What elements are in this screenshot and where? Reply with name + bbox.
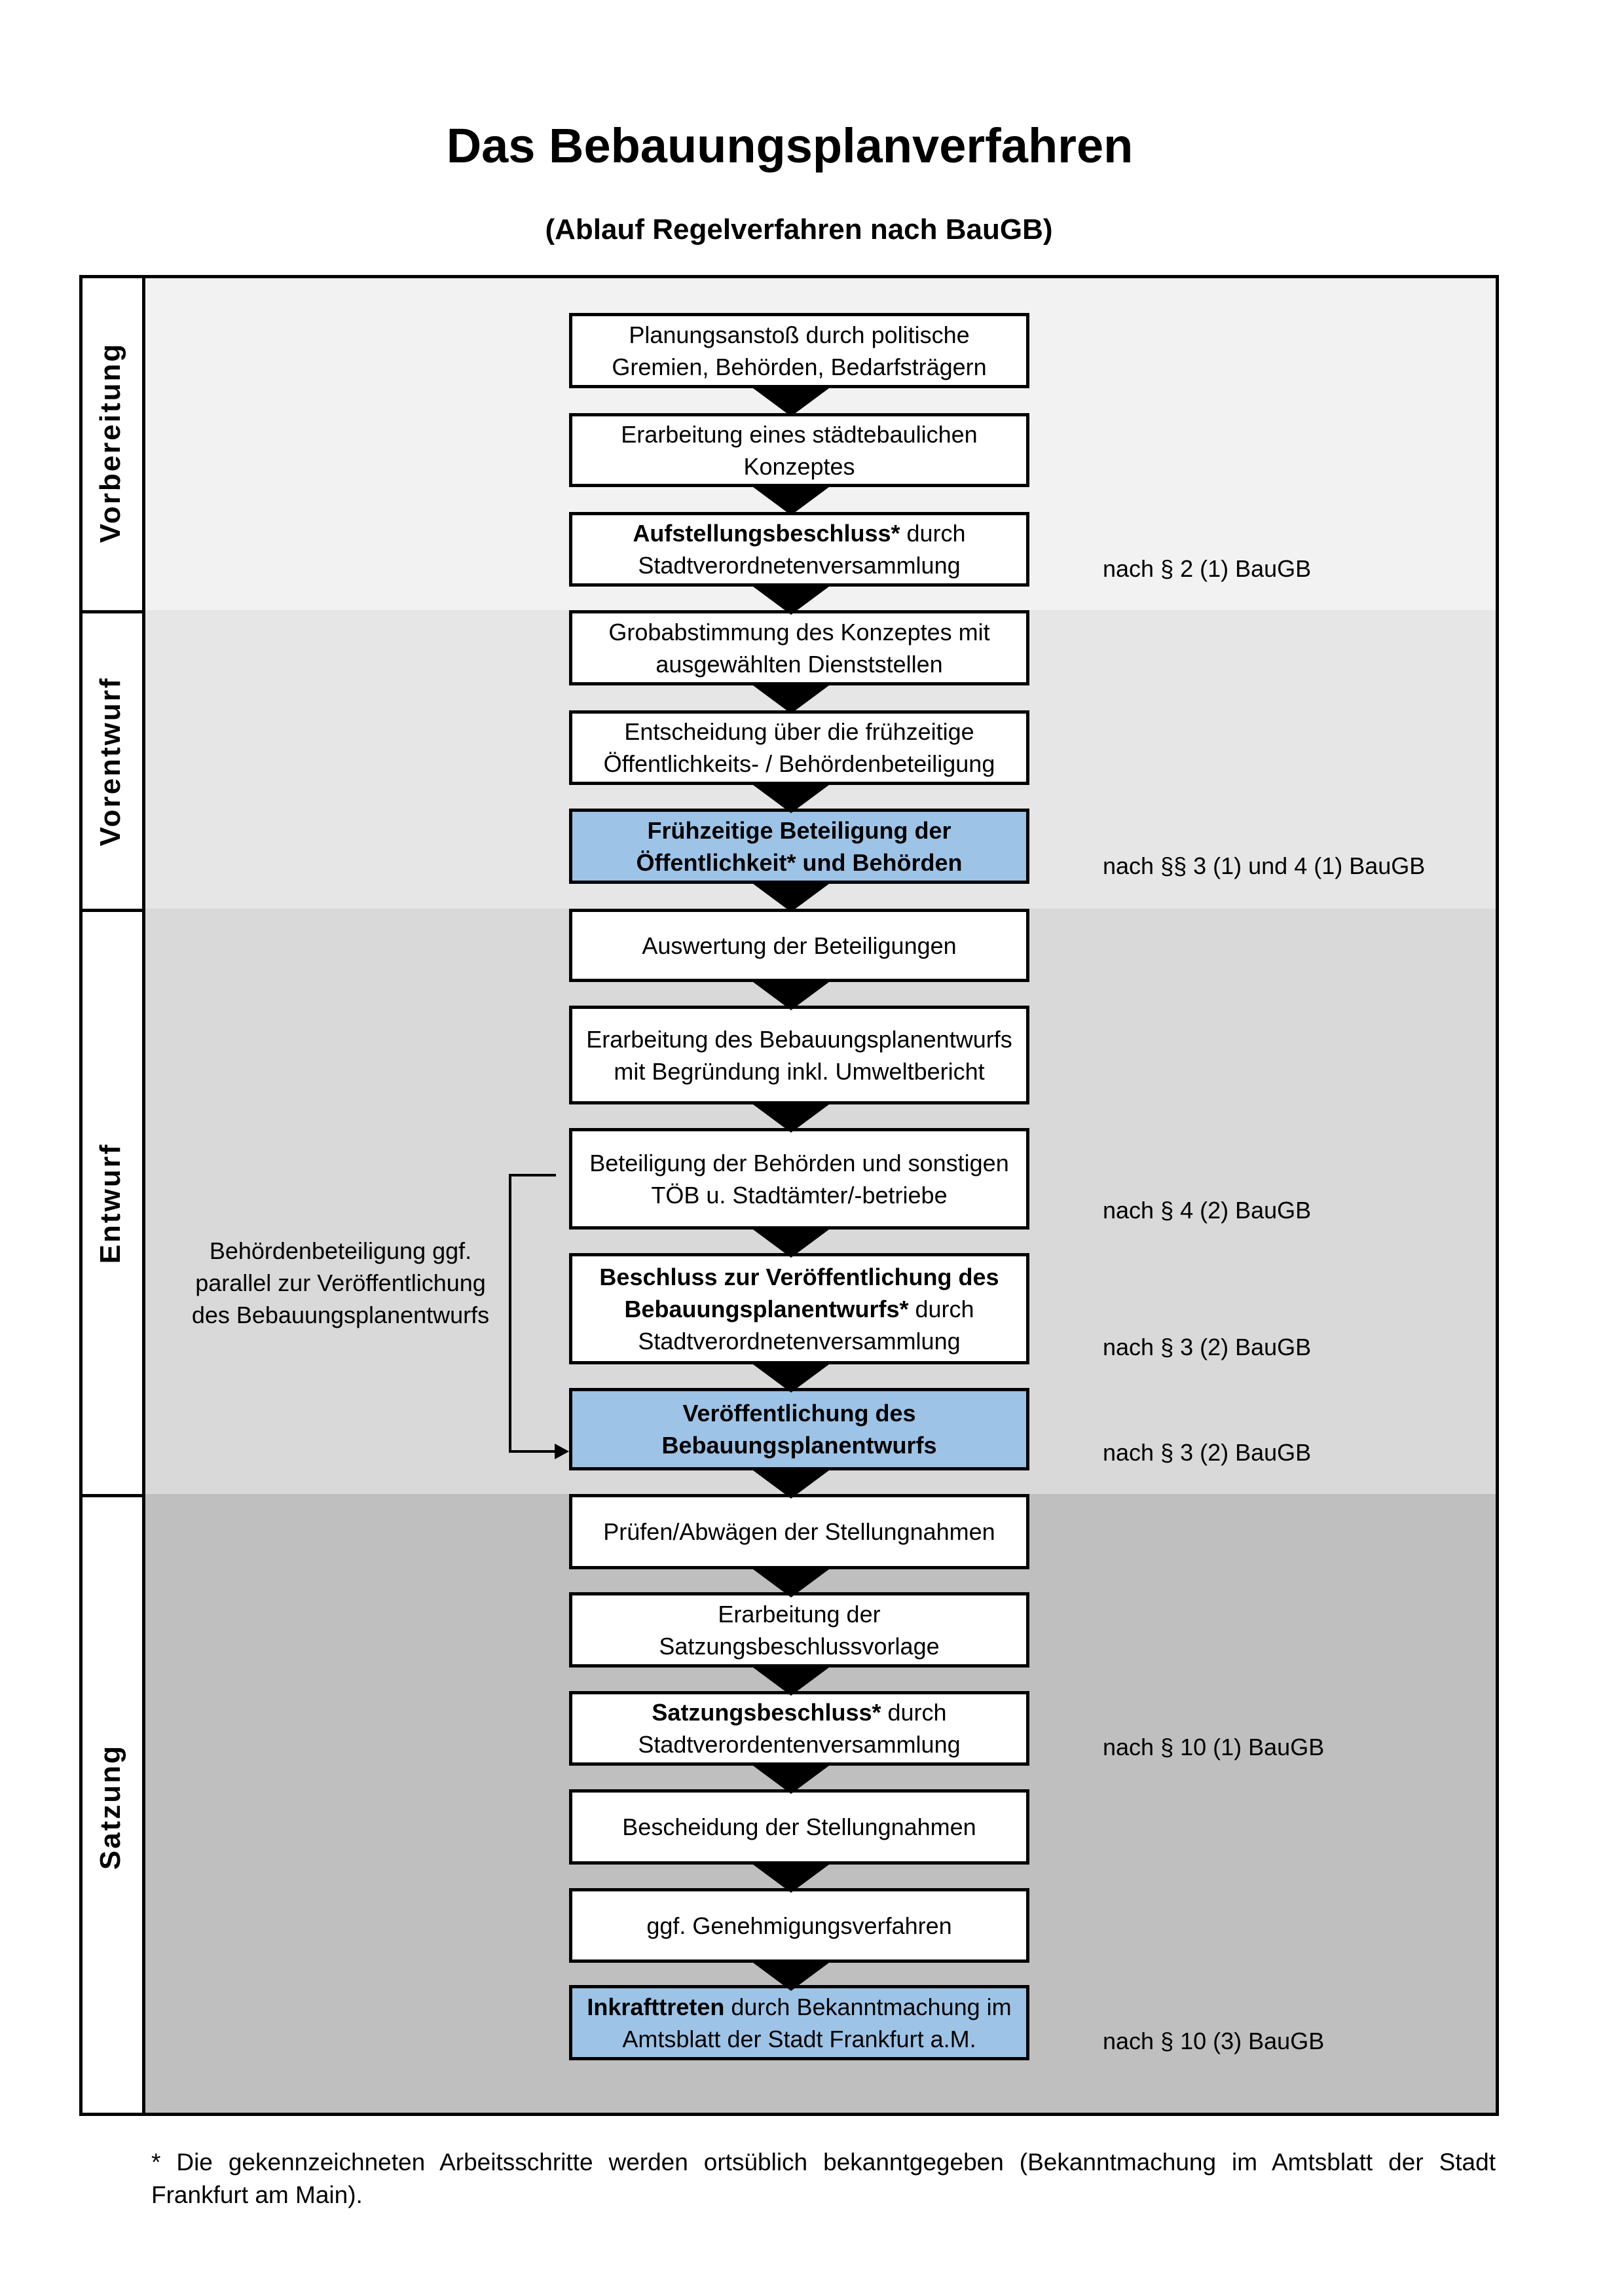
phase-label-cell: Satzung [79,1494,145,2116]
footnote: * Die gekennzeichneten Arbeitsschritte w… [151,2149,1496,2208]
step-text: Beteiligung der Behörden und sonstigen T… [589,1149,1009,1209]
legal-reference: nach § 10 (3) BauGB [1103,2028,1325,2054]
arrowhead-icon [555,1444,569,1459]
diagram-frame [79,275,1499,2116]
page-title: Das Bebauungsplanverfahren [446,118,1134,173]
flow-arrow-icon [750,1228,832,1258]
step-text: Entscheidung über die frühzeitige Öffent… [603,718,995,777]
flow-arrow-icon [750,1468,832,1499]
phase-label-cell: Vorentwurf [79,610,145,909]
process-step: Erarbeitung des Bebauungsplanentwurfs mi… [569,1006,1029,1104]
step-text: Erarbeitung des Bebauungsplanentwurfs mi… [586,1025,1012,1085]
flow-arrow-icon [750,1764,832,1794]
flow-arrow-icon [750,882,832,912]
step-bold-text: Satzungsbeschluss* [652,1699,881,1726]
step-text: Erarbeitung eines städtebaulichen Konzep… [621,420,978,480]
step-text: durch Stadtverordnetenversammlung [638,1295,974,1355]
flow-arrow-icon [750,783,832,813]
flow-arrow-icon [750,1102,832,1133]
flow-arrow-icon [750,1567,832,1597]
phase-label-cell: Entwurf [79,909,145,1494]
step-text: durch Bekanntmachung im Amtsblatt der St… [622,1993,1012,2052]
legal-reference: nach §§ 3 (1) und 4 (1) BauGB [1103,852,1426,879]
step-text: Auswertung der Beteiligungen [642,932,957,959]
step-text: Grobabstimmung des Konzeptes mit ausgewä… [608,618,990,678]
process-step: Inkrafttreten durch Bekanntmachung im Am… [569,1985,1029,2060]
legal-reference: nach § 2 (1) BauGB [1103,555,1312,582]
flow-arrow-icon [750,585,832,615]
step-bold-text: Inkrafttreten [587,1993,725,2020]
legal-reference: nach § 3 (2) BauGB [1103,1334,1312,1360]
process-step: Satzungsbeschluss* durch Stadtverordente… [569,1691,1029,1766]
step-text: Planungsanstoß durch politische Gremien,… [612,321,987,380]
flow-arrow-icon [750,1362,832,1393]
legal-reference: nach § 4 (2) BauGB [1103,1197,1312,1224]
side-note: Behördenbeteiligung ggf. parallel zur Ve… [191,1237,490,1328]
phase-label-cell: Vorbereitung [79,275,145,610]
parallel-connector-line [509,1174,557,1453]
page-subtitle: (Ablauf Regelverfahren nach BauGB) [545,213,1053,246]
step-text: durch Stadtverordnetenversammlung [638,520,966,579]
flow-arrow-icon [750,485,832,515]
flow-arrow-icon [750,980,832,1010]
step-text: Prüfen/Abwägen der Stellungnahmen [603,1518,995,1545]
flow-arrow-icon [750,1863,832,1893]
step-text: durch Stadtverordentenversammlung [638,1699,961,1758]
step-text: Erarbeitung der Satzungsbeschlussvorlage [659,1600,940,1660]
process-step: Entscheidung über die frühzeitige Öffent… [569,710,1029,785]
step-text: Bescheidung der Stellungnahmen [622,1813,976,1840]
step-bold-text: Frühzeitige Beteiligung der Öffentlichke… [636,816,963,876]
flow-arrow-icon [750,386,832,416]
step-bold-text: Veröffentlichung des Bebauungsplanentwur… [661,1400,937,1459]
process-step: Erarbeitung eines städtebaulichen Konzep… [569,413,1029,487]
flow-arrow-icon [750,683,832,714]
step-text: ggf. Genehmigungsverfahren [646,1912,952,1939]
legal-reference: nach § 3 (2) BauGB [1103,1439,1312,1466]
step-bold-text: Beschluss zur Veröffentlichung des Bebau… [599,1263,999,1322]
flow-arrow-icon [750,1961,832,1991]
flow-arrow-icon [750,1666,832,1696]
step-bold-text: Aufstellungsbeschluss* [633,520,900,547]
legal-reference: nach § 10 (1) BauGB [1103,1734,1325,1760]
process-step: Planungsanstoß durch politische Gremien,… [569,313,1029,388]
process-step: Auswertung der Beteiligungen [569,909,1029,982]
